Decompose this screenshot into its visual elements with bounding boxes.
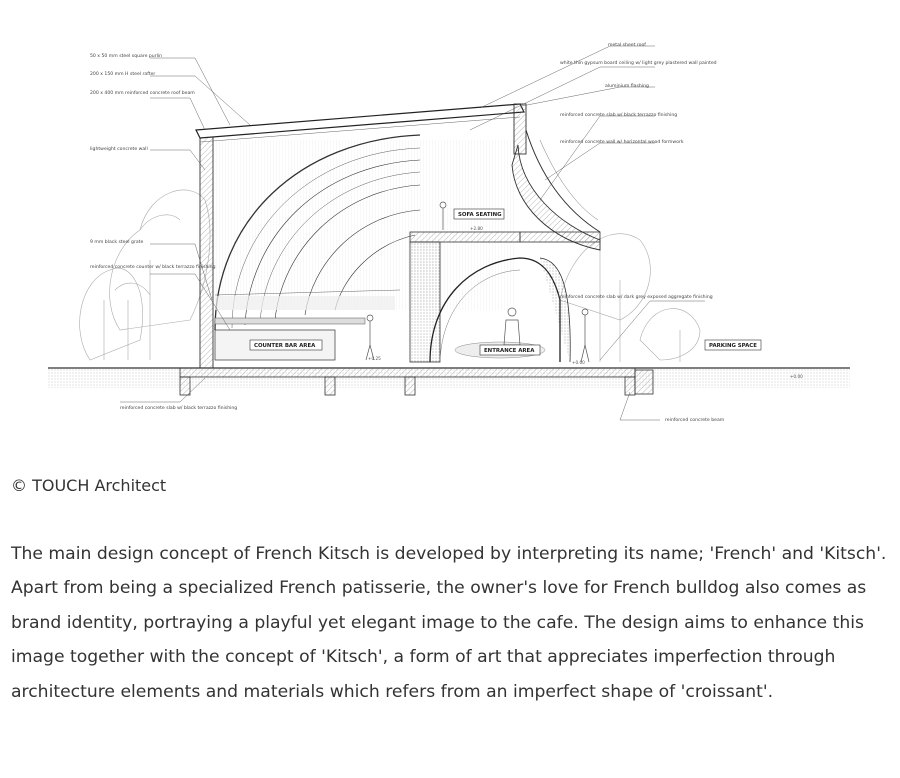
trees-right bbox=[559, 233, 701, 362]
article-body: The main design concept of French Kitsch… bbox=[11, 537, 896, 709]
annotation-purlin: 50 x 50 mm steel square purlin bbox=[90, 53, 162, 59]
level-marker-upper: +2.80 bbox=[470, 226, 483, 231]
annotation-roof-beam: 200 x 400 mm reinforced concrete roof be… bbox=[90, 90, 195, 96]
vault-arches bbox=[214, 134, 421, 331]
section-drawing-svg: 50 x 50 mm steel square purlin 200 x 150… bbox=[48, 42, 850, 423]
image-credit: © TOUCH Architect bbox=[11, 476, 167, 495]
annotation-lightweight-wall: lightweight concrete wall bbox=[90, 146, 148, 152]
level-marker-entrance: +0.00 bbox=[572, 360, 585, 365]
label-counter-bar: COUNTER BAR AREA bbox=[254, 343, 316, 349]
annotation-gypsum-ceiling: white thin gypsum board ceiling w/ light… bbox=[560, 60, 717, 66]
trees-left bbox=[79, 189, 211, 361]
leader-lines bbox=[120, 45, 705, 421]
level-marker-parking: +0.00 bbox=[790, 374, 803, 379]
ceiling-ribs bbox=[215, 140, 515, 310]
section-drawing: 50 x 50 mm steel square purlin 200 x 150… bbox=[48, 42, 850, 423]
annotation-counter: reinforced concrete counter w/ black ter… bbox=[90, 264, 216, 270]
parking-label-box bbox=[704, 339, 762, 351]
annotation-concrete-slab-terrazzo: reinforced concrete slab w/ black terraz… bbox=[560, 112, 677, 118]
annotation-concrete-beam: reinforced concrete beam bbox=[665, 417, 725, 423]
sofa-label-box bbox=[453, 208, 505, 220]
label-sofa-seating: SOFA SEATING bbox=[458, 212, 502, 218]
label-parking: PARKING SPACE bbox=[709, 343, 757, 349]
annotation-steel-grate: 9 mm black steel grate bbox=[90, 239, 143, 245]
label-entrance: ENTRANCE AREA bbox=[484, 348, 535, 354]
counter-label-box bbox=[249, 339, 323, 351]
entrance-label-box bbox=[479, 344, 541, 356]
croissant-wall bbox=[511, 129, 601, 251]
annotation-concrete-wall: reinforced concrete wall w/ horizontal w… bbox=[560, 139, 684, 145]
roof bbox=[195, 103, 527, 155]
annotation-bottom-slab: reinforced concrete slab w/ black terraz… bbox=[120, 405, 237, 411]
annotation-slab-aggregate: reinforced concrete slab w/ dark grey ex… bbox=[560, 294, 713, 300]
sofa-seating-block bbox=[409, 231, 601, 363]
annotation-metal-roof: metal sheet roof bbox=[608, 42, 646, 48]
annotation-rafter: 200 x 150 mm H steel rafter bbox=[90, 71, 155, 77]
annotation-flashing: aluminium flashing bbox=[605, 83, 649, 89]
foundation bbox=[179, 367, 654, 396]
description-paragraph: The main design concept of French Kitsch… bbox=[11, 544, 887, 702]
level-marker-counter: +0.25 bbox=[368, 356, 381, 361]
